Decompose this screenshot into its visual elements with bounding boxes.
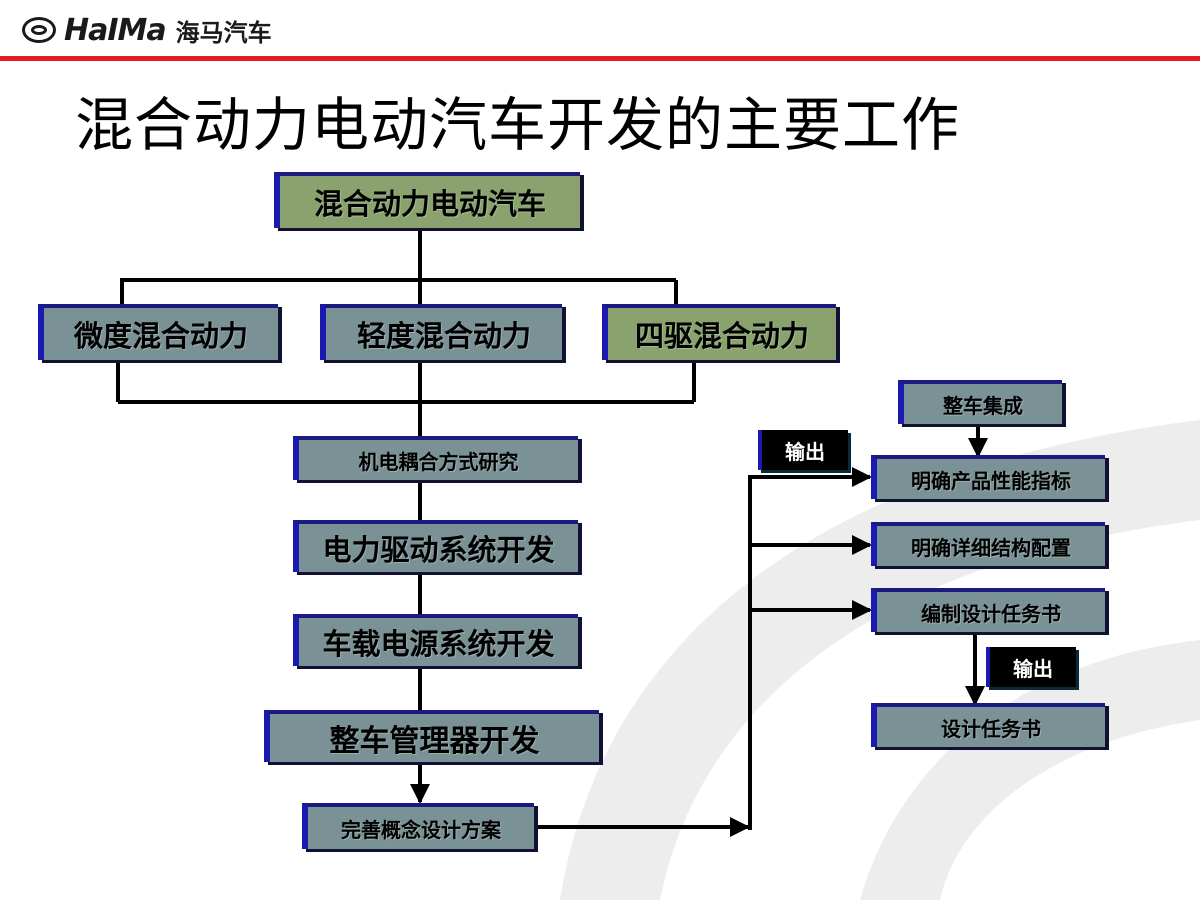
node-awd-hybrid: 四驱混合动力 xyxy=(602,304,836,360)
tag-output-1: 输出 xyxy=(758,430,848,470)
node-design-taskbook: 设计任务书 xyxy=(871,703,1105,747)
node-vehicle-integration: 整车集成 xyxy=(898,380,1062,424)
node-hybrid-ev: 混合动力电动汽车 xyxy=(274,172,580,228)
swoosh-inner xyxy=(860,640,1200,900)
node-micro-hybrid: 微度混合动力 xyxy=(38,304,278,360)
brand-emblem-icon xyxy=(22,17,56,43)
brand-chinese: 海马汽车 xyxy=(175,18,272,47)
node-onboard-power: 车载电源系统开发 xyxy=(293,614,578,666)
slide-title: 混合动力电动汽车开发的主要工作 xyxy=(75,91,961,159)
header-accent-bar xyxy=(0,56,1200,61)
tag-output-2: 输出 xyxy=(986,647,1076,687)
node-performance-specs: 明确产品性能指标 xyxy=(871,455,1105,499)
node-vehicle-manager: 整车管理器开发 xyxy=(264,710,599,762)
node-mild-hybrid: 轻度混合动力 xyxy=(320,304,562,360)
node-coupling-research: 机电耦合方式研究 xyxy=(293,436,578,480)
node-electric-drive: 电力驱动系统开发 xyxy=(293,520,578,572)
brand-latin: HaIMa xyxy=(64,12,167,48)
node-concept-design: 完善概念设计方案 xyxy=(302,803,534,849)
node-taskbook-prep: 编制设计任务书 xyxy=(871,588,1105,632)
brand-logo: HaIMa 海马汽车 xyxy=(22,10,272,50)
node-structure-config: 明确详细结构配置 xyxy=(871,522,1105,566)
